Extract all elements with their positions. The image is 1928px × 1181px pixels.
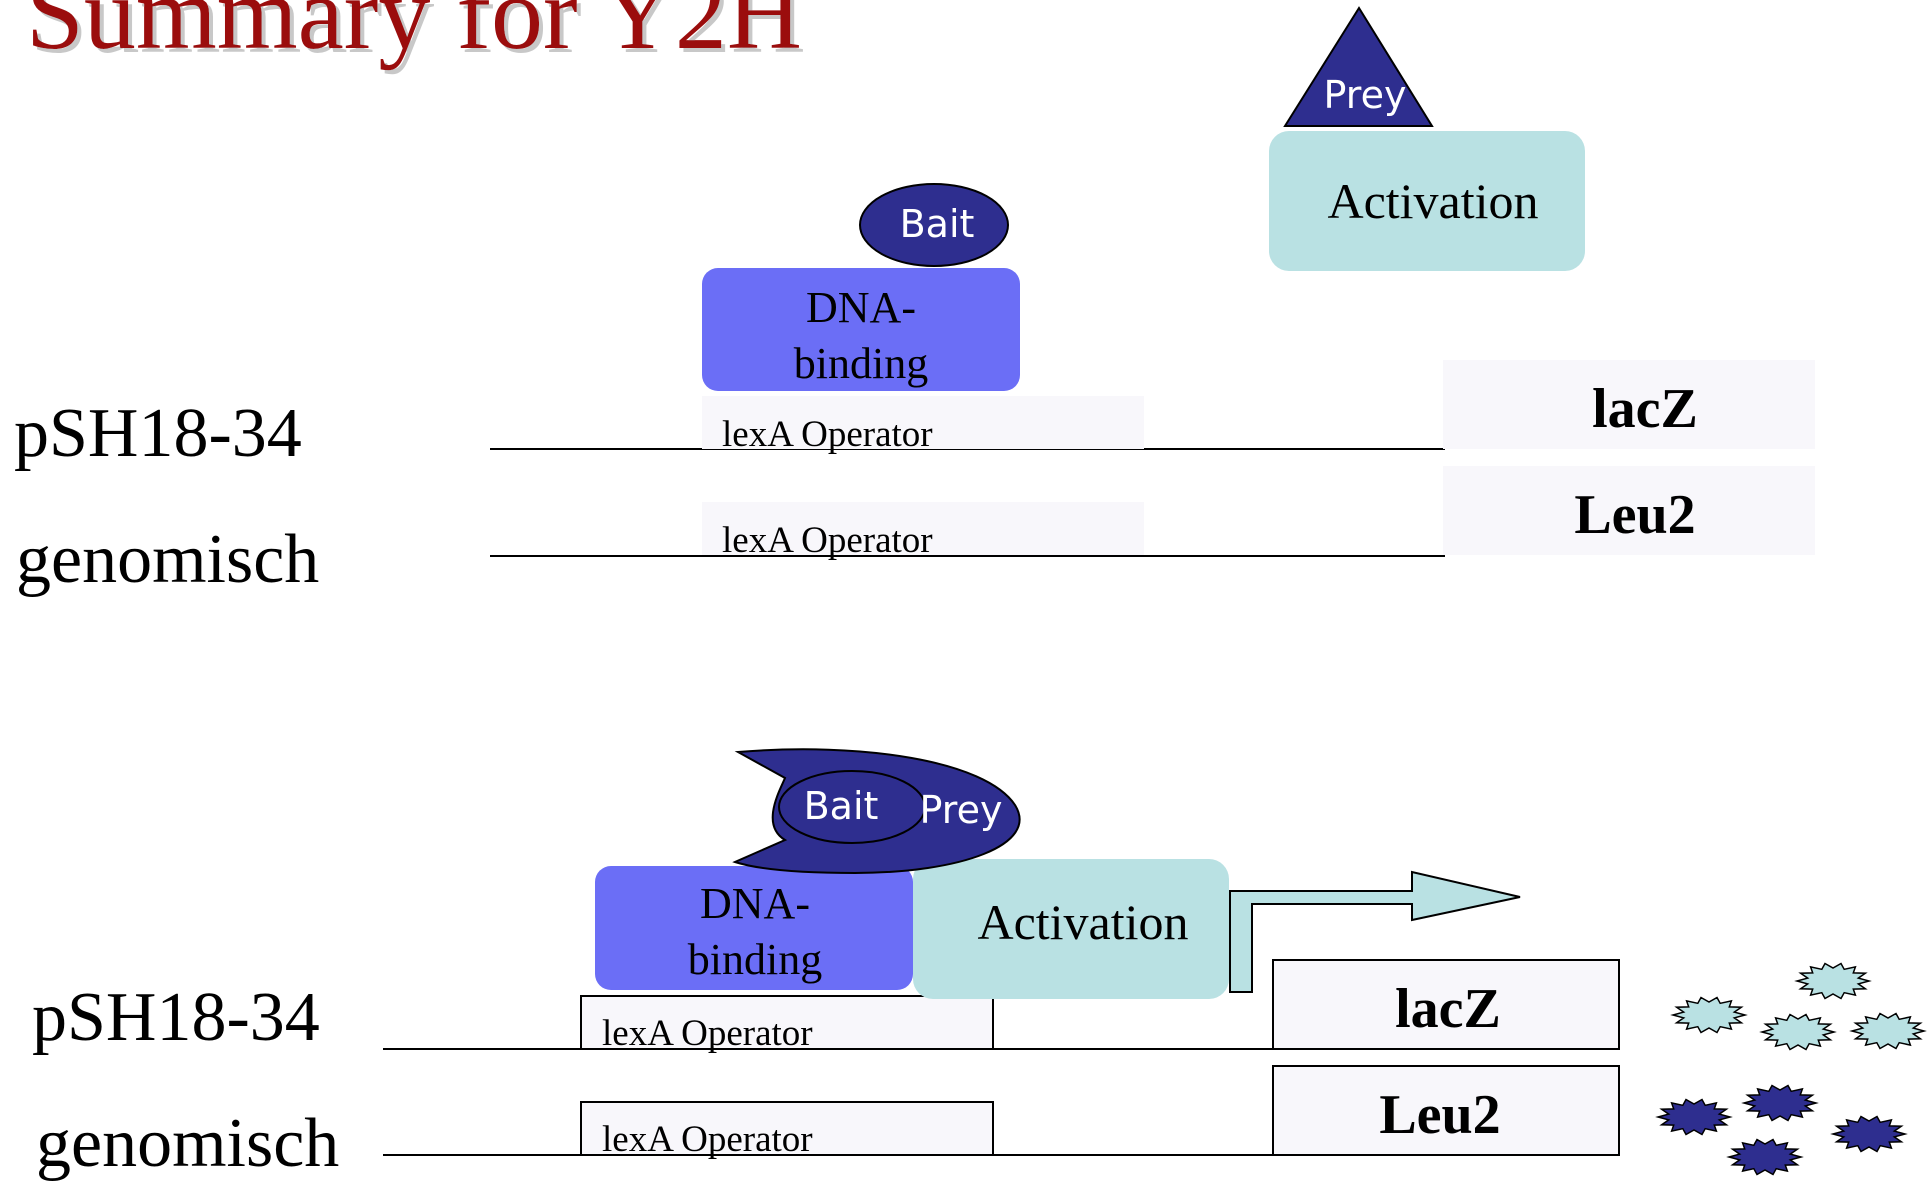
- leu2-product-star: [1655, 1098, 1733, 1136]
- bottom-panel: pSH18-34 genomisch lexA Operator lexA Op…: [32, 748, 1927, 1181]
- row-label-psh18-34: pSH18-34: [14, 395, 302, 472]
- dna-binding-domain: [702, 268, 1020, 391]
- bait-label: Bait: [900, 202, 975, 246]
- bait-ellipse: [778, 770, 926, 844]
- leu2-product-star: [1741, 1084, 1819, 1122]
- lexa-operator-box: [702, 396, 1144, 449]
- bait-ellipse: [859, 183, 1009, 267]
- leu2-product-star: [1830, 1115, 1908, 1153]
- prey-triangle: [1283, 6, 1434, 127]
- lexa-operator-label: lexA Operator: [602, 1119, 813, 1160]
- lacz-product-star: [1849, 1012, 1927, 1050]
- lexa-operator-label: lexA Operator: [722, 520, 933, 561]
- lacz-product-star: [1759, 1013, 1837, 1051]
- transcription-arrow: [1229, 870, 1521, 993]
- prey-label: Prey: [920, 788, 1003, 832]
- reporter-label-lacz: lacZ: [1592, 378, 1698, 440]
- lexa-operator-box: [702, 502, 1144, 555]
- dna-binding-label: binding: [794, 339, 928, 388]
- lexa-operator-box: [580, 1101, 994, 1156]
- reporter-label-lacz: lacZ: [1395, 978, 1501, 1040]
- row-label-genomisch: genomisch: [36, 1105, 339, 1181]
- page-title: Summary for Y2H: [26, 0, 802, 71]
- reporter-box-leu2: [1272, 1065, 1620, 1156]
- leu2-product-star: [1726, 1138, 1804, 1176]
- lacz-product-star: [1794, 962, 1872, 1000]
- reporter-box-lacz: [1443, 360, 1815, 449]
- activation-label: Activation: [1327, 173, 1538, 229]
- lacz-product-star: [1670, 996, 1748, 1034]
- leu2-product-starbursts: [1655, 1084, 1908, 1176]
- prey-label: Prey: [1324, 73, 1407, 117]
- lacz-product-starbursts: [1670, 962, 1927, 1051]
- top-panel: pSH18-34 genomisch lexA Operator lexA Op…: [14, 6, 1815, 598]
- reporter-box-leu2: [1443, 466, 1815, 555]
- activation-label: Activation: [977, 894, 1188, 950]
- row-label-psh18-34: pSH18-34: [32, 979, 320, 1056]
- reporter-label-leu2: Leu2: [1379, 1084, 1500, 1146]
- dna-binding-label: binding: [688, 935, 822, 984]
- bait-label: Bait: [804, 784, 879, 828]
- reporter-label-leu2: Leu2: [1574, 484, 1695, 546]
- dna-binding-domain: [595, 866, 913, 990]
- lexa-operator-label: lexA Operator: [722, 414, 933, 455]
- row-label-genomisch: genomisch: [16, 521, 319, 598]
- lexa-operator-label: lexA Operator: [602, 1013, 813, 1054]
- activation-domain: [913, 859, 1229, 999]
- activation-domain: [1269, 131, 1585, 271]
- lexa-operator-box: [580, 995, 994, 1050]
- reporter-box-lacz: [1272, 959, 1620, 1050]
- dna-binding-label: DNA-: [700, 879, 810, 928]
- dna-binding-label: DNA-: [806, 283, 916, 332]
